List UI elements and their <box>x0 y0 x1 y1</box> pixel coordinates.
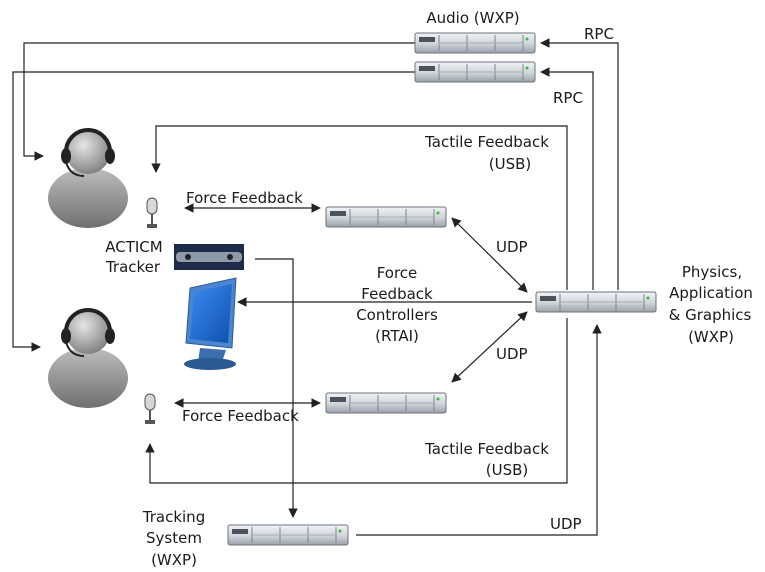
controllers-label-1: Force <box>377 264 418 282</box>
monitor-icon <box>184 277 237 370</box>
controllers-label-2: Feedback <box>361 285 433 303</box>
tactile-label-top-1: Tactile Feedback <box>424 133 549 151</box>
controllers-label-4: (RTAI) <box>375 327 419 345</box>
tracker-link <box>255 258 298 518</box>
tactile-link-top <box>151 125 568 290</box>
tracking-server <box>227 524 349 546</box>
physics-server <box>535 291 657 313</box>
audio-server-1 <box>414 32 536 54</box>
tactile-link-bottom <box>145 318 568 484</box>
audio-link-1 <box>23 42 415 161</box>
physics-label-2: Application <box>669 284 753 302</box>
tracker-camera-icon <box>174 244 244 270</box>
microphone-icon <box>146 197 158 229</box>
udp-label-tracking: UDP <box>550 515 582 533</box>
microphone-icon <box>144 393 156 425</box>
audio-server-2 <box>414 61 536 83</box>
tactile-label-bottom-2: (USB) <box>486 461 529 479</box>
user-headset-icon <box>46 128 130 230</box>
controllers-label-3: Controllers <box>356 306 438 324</box>
udp-label-upper: UDP <box>496 238 528 256</box>
tactile-label-bottom-1: Tactile Feedback <box>424 440 549 458</box>
udp-link-tracking <box>356 324 602 536</box>
rpc-link-1 <box>540 38 619 290</box>
force-label-bottom: Force Feedback <box>182 407 299 425</box>
physics-label-4: (WXP) <box>688 328 734 346</box>
acticm-label-2: Tracker <box>105 258 161 276</box>
audio-link-2 <box>12 71 415 352</box>
udp-link-lower <box>451 311 528 383</box>
user-headset-icon <box>46 308 130 410</box>
physics-label-1: Physics, <box>682 263 742 281</box>
acticm-label-1: ACTICM <box>105 238 162 256</box>
tracking-label-3: (WXP) <box>151 551 197 569</box>
tactile-label-top-2: (USB) <box>489 155 532 173</box>
force-controller-server-bottom <box>325 392 447 414</box>
rpc-label-top: RPC <box>584 25 614 43</box>
rpc-link-2 <box>540 67 594 290</box>
physics-label-3: & Graphics <box>669 306 752 324</box>
force-label-top: Force Feedback <box>186 189 303 207</box>
tracking-label-2: System <box>146 529 202 547</box>
audio-label: Audio (WXP) <box>426 9 519 27</box>
udp-label-lower: UDP <box>496 345 528 363</box>
force-controller-server-top <box>325 206 447 228</box>
tracking-label-1: Tracking <box>142 508 205 526</box>
rpc-label-bottom: RPC <box>553 89 583 107</box>
udp-link-upper <box>451 217 528 293</box>
